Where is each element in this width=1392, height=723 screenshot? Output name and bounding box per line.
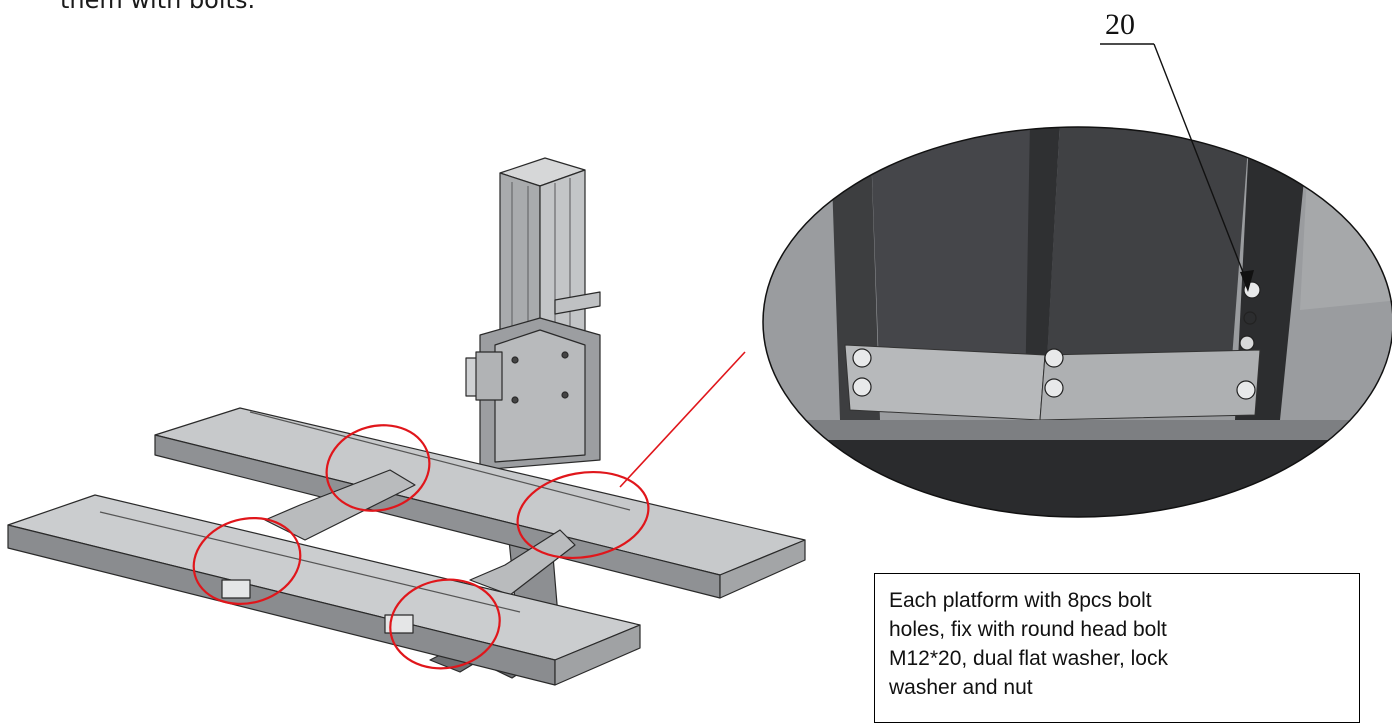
highlight-circle-front-right	[389, 578, 501, 670]
part-callout-number: 20	[1105, 8, 1135, 41]
detail-view-border	[762, 126, 1392, 518]
instruction-text-fragment: them with bolts.	[60, 0, 256, 14]
motor-unit	[465, 351, 503, 401]
note-line-4: washer and nut	[889, 676, 1033, 699]
detail-leader-line	[619, 351, 746, 488]
cross-beams	[264, 469, 576, 596]
lift-assembly	[7, 157, 806, 686]
callout-arrowhead	[1240, 270, 1254, 292]
highlight-circle-front-left	[192, 516, 302, 606]
assembly-note-box: Each platform with 8pcs bolt holes, fix …	[874, 573, 1360, 723]
highlight-circle-rear-right	[516, 470, 650, 560]
note-line-1: Each platform with 8pcs bolt	[889, 589, 1152, 612]
note-line-3: M12*20, dual flat washer, lock	[889, 647, 1168, 670]
column-base-bracket	[479, 317, 601, 471]
part-callout-leader	[1100, 43, 1249, 286]
front-platform	[7, 494, 641, 686]
note-line-2: holes, fix with round head bolt	[889, 618, 1167, 641]
detail-view	[762, 126, 1392, 518]
bolt-location-highlights	[192, 424, 650, 670]
highlight-circle-rear-left	[325, 424, 431, 512]
detail-bolts	[852, 281, 1261, 400]
